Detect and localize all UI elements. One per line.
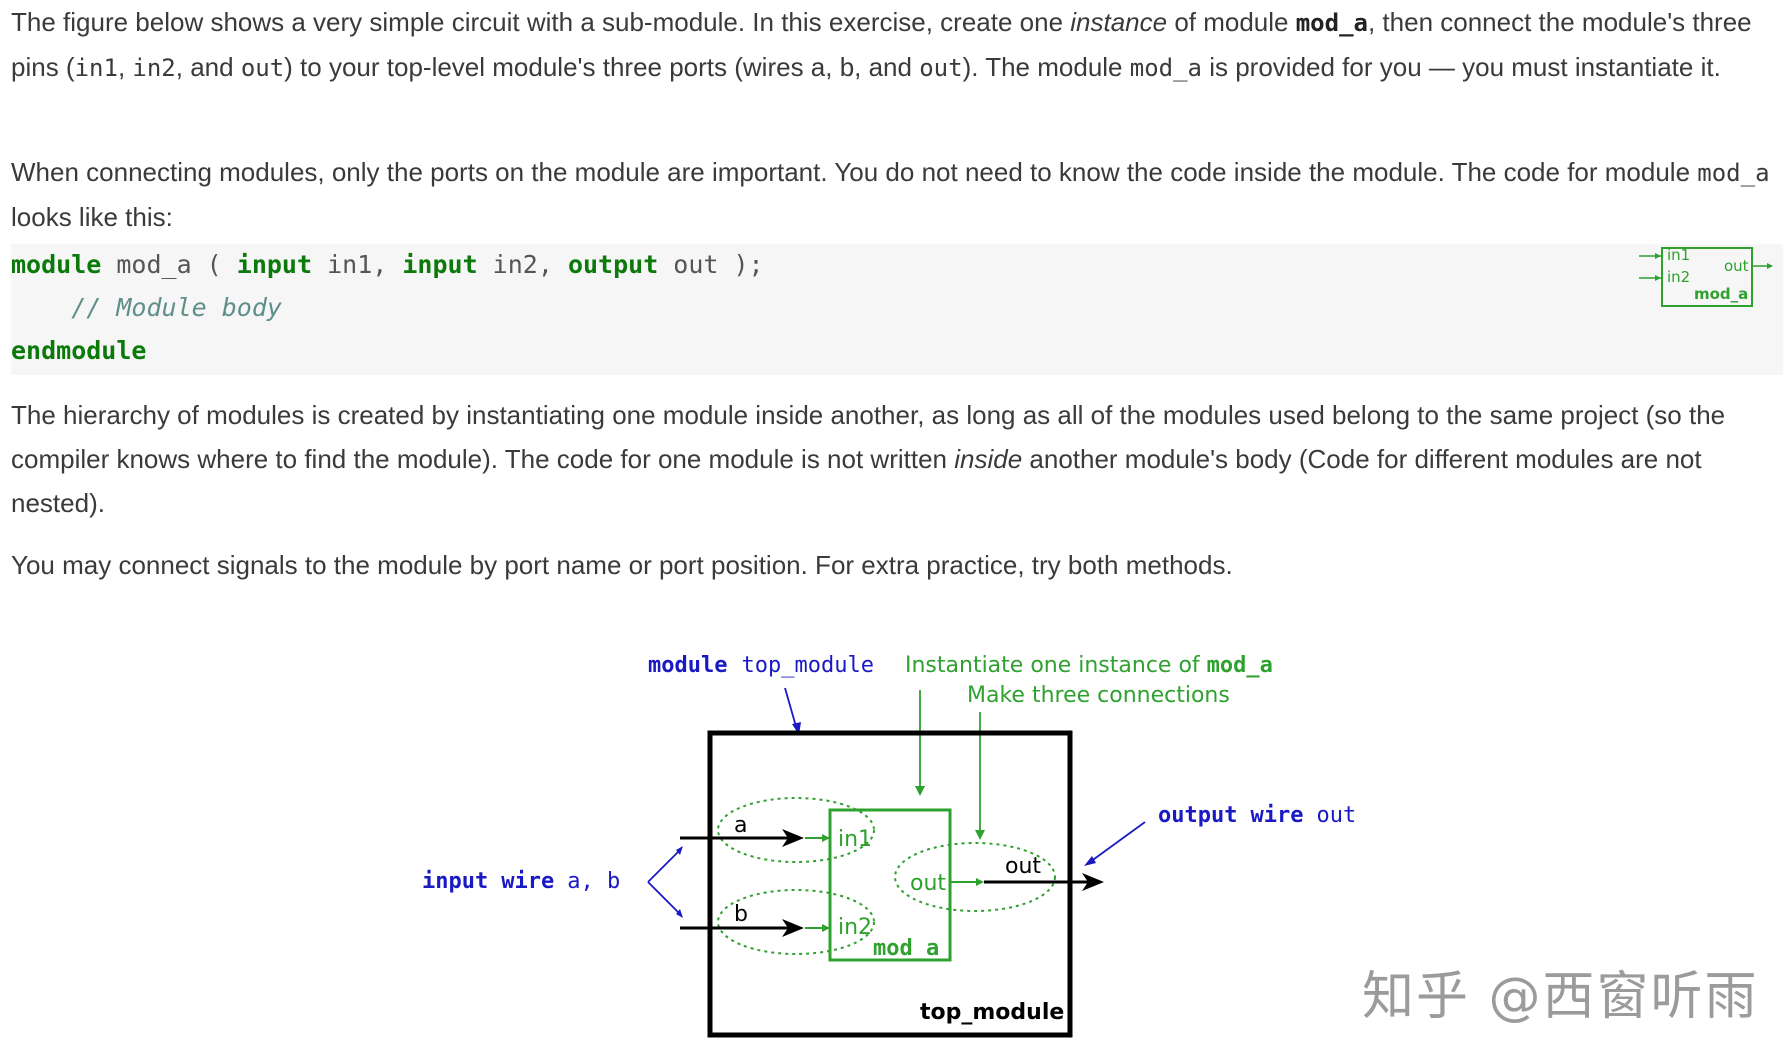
output-wire-name: out (1316, 803, 1356, 828)
input-wire-label: input wire a, b (422, 869, 620, 894)
code-kw-input-1: input (236, 250, 313, 279)
watermark: 知乎 @西窗听雨 (1362, 967, 1759, 1027)
instantiate-mod-a: mod_a (1207, 653, 1273, 678)
thumb-box (1661, 247, 1753, 307)
hierarchy-em-inside: inside (954, 444, 1023, 474)
make-connections-label: Make three connections (967, 683, 1230, 708)
ports-text-2: looks like this: (11, 202, 173, 232)
output-pointer (1089, 821, 1146, 863)
input-pointer-b-head (676, 909, 683, 918)
hierarchy-paragraph: The hierarchy of modules is created by i… (11, 393, 1781, 525)
thumb-in1-label: in1 (1667, 246, 1690, 264)
input-wire-kw: wire (501, 869, 554, 894)
wire-out-arrow (1082, 873, 1104, 891)
top-module-kw: module (648, 653, 727, 678)
intro-sep-1: , (117, 52, 133, 82)
thumb-in1-arrow (1655, 253, 1661, 259)
code-text-d: out ); (658, 250, 764, 279)
code-kw-input-2: input (402, 250, 478, 279)
code-line-endmodule: endmodule (11, 336, 147, 365)
code-kw-output: output (567, 250, 659, 279)
ports-text-1: When connecting modules, only the ports … (11, 157, 1698, 187)
intro-text-3: , then connect the module's three pins ( (11, 7, 1752, 82)
code-kw-module: module (11, 250, 102, 279)
connect-paragraph: You may connect signals to the module by… (11, 543, 1781, 587)
thumb-out-arrow (1767, 263, 1773, 269)
wire-a-arrow (782, 829, 804, 847)
instantiate-label: Instantiate one instance of mod_a (905, 653, 1273, 678)
intro-code-out-2: out (919, 54, 963, 82)
intro-text-4: ) to your top-level module's three ports… (284, 52, 920, 82)
intro-text-1: The figure below shows a very simple cir… (11, 7, 1071, 37)
code-line-1: module mod_a ( input in1, input in2, out… (11, 250, 764, 279)
intro-code-in1: in1 (74, 54, 118, 82)
mod-a-thumbnail: in1 in2 out mod_a (1639, 246, 1773, 307)
input-wire-names: a, b (567, 869, 620, 894)
connections-pointer-head (975, 830, 985, 840)
port-in1-label: in1 (838, 827, 872, 852)
intro-code-mod-a: mod_a (1295, 9, 1368, 37)
connection-b-ellipse (717, 889, 875, 955)
code-text-c: in2, (477, 250, 568, 279)
wire-b-arrow (782, 919, 804, 937)
top-module-box-label: top_module (920, 1000, 1064, 1025)
hierarchy-text-1: The hierarchy of modules is created by i… (11, 400, 1726, 474)
thumb-in2-arrow (1655, 275, 1661, 281)
output-kw: output (1158, 803, 1237, 828)
port-out-label: out (910, 871, 946, 896)
top-module-pointer (784, 687, 798, 731)
input-pointer-a-head (676, 846, 683, 855)
ports-paragraph: When connecting modules, only the ports … (11, 150, 1781, 239)
intro-code-in2: in2 (132, 54, 176, 82)
top-module-label: module top_module (648, 653, 874, 678)
connection-out-ellipse (894, 842, 1056, 912)
input-pointer-a (647, 849, 681, 883)
code-line-comment: // Module body (11, 293, 282, 322)
intro-text-2: of module (1167, 7, 1296, 37)
intro-text-5: ). The module (962, 52, 1130, 82)
thumb-out-label: out (1724, 257, 1749, 275)
output-pointer-head (1084, 856, 1096, 866)
top-module-box (707, 730, 1073, 1038)
thumb-mod-a-label: mod_a (1694, 285, 1748, 303)
mod-a-box (828, 808, 952, 962)
connect-text: You may connect signals to the module by… (11, 550, 1233, 580)
signal-out-label: out (1005, 854, 1041, 879)
intro-code-out: out (240, 54, 285, 82)
connection-a-ellipse (717, 797, 875, 863)
wire-a-green-arrow (822, 834, 830, 842)
code-text-b: in1, (312, 250, 403, 279)
output-wire-kw: wire (1250, 803, 1303, 828)
wire-out-green-arrow (976, 878, 984, 886)
intro-text-6: is provided for you — you must instantia… (1202, 52, 1721, 82)
hierarchy-text-2: another module's body (Code for differen… (11, 444, 1702, 518)
input-pointer-b (647, 881, 681, 915)
instantiate-pointer-head (915, 786, 925, 796)
top-module-name: top_module (741, 653, 873, 678)
instantiate-text: Instantiate one instance of (905, 653, 1207, 678)
input-kw: input (422, 869, 488, 894)
code-text-a: mod_a ( (101, 250, 237, 279)
mod-a-name-label: mod_a (873, 936, 939, 961)
intro-sep-2: , and (175, 52, 241, 82)
intro-code-mod-a-2: mod_a (1129, 54, 1202, 82)
intro-paragraph: The figure below shows a very simple cir… (11, 0, 1781, 90)
code-block: module mod_a ( input in1, input in2, out… (11, 244, 1783, 375)
ports-code-mod-a: mod_a (1697, 159, 1770, 187)
thumb-in2-label: in2 (1667, 268, 1690, 286)
signal-b-label: b (734, 902, 748, 927)
signal-a-label: a (734, 813, 747, 838)
wire-b-green-arrow (822, 924, 830, 932)
intro-em-instance: instance (1070, 7, 1168, 37)
